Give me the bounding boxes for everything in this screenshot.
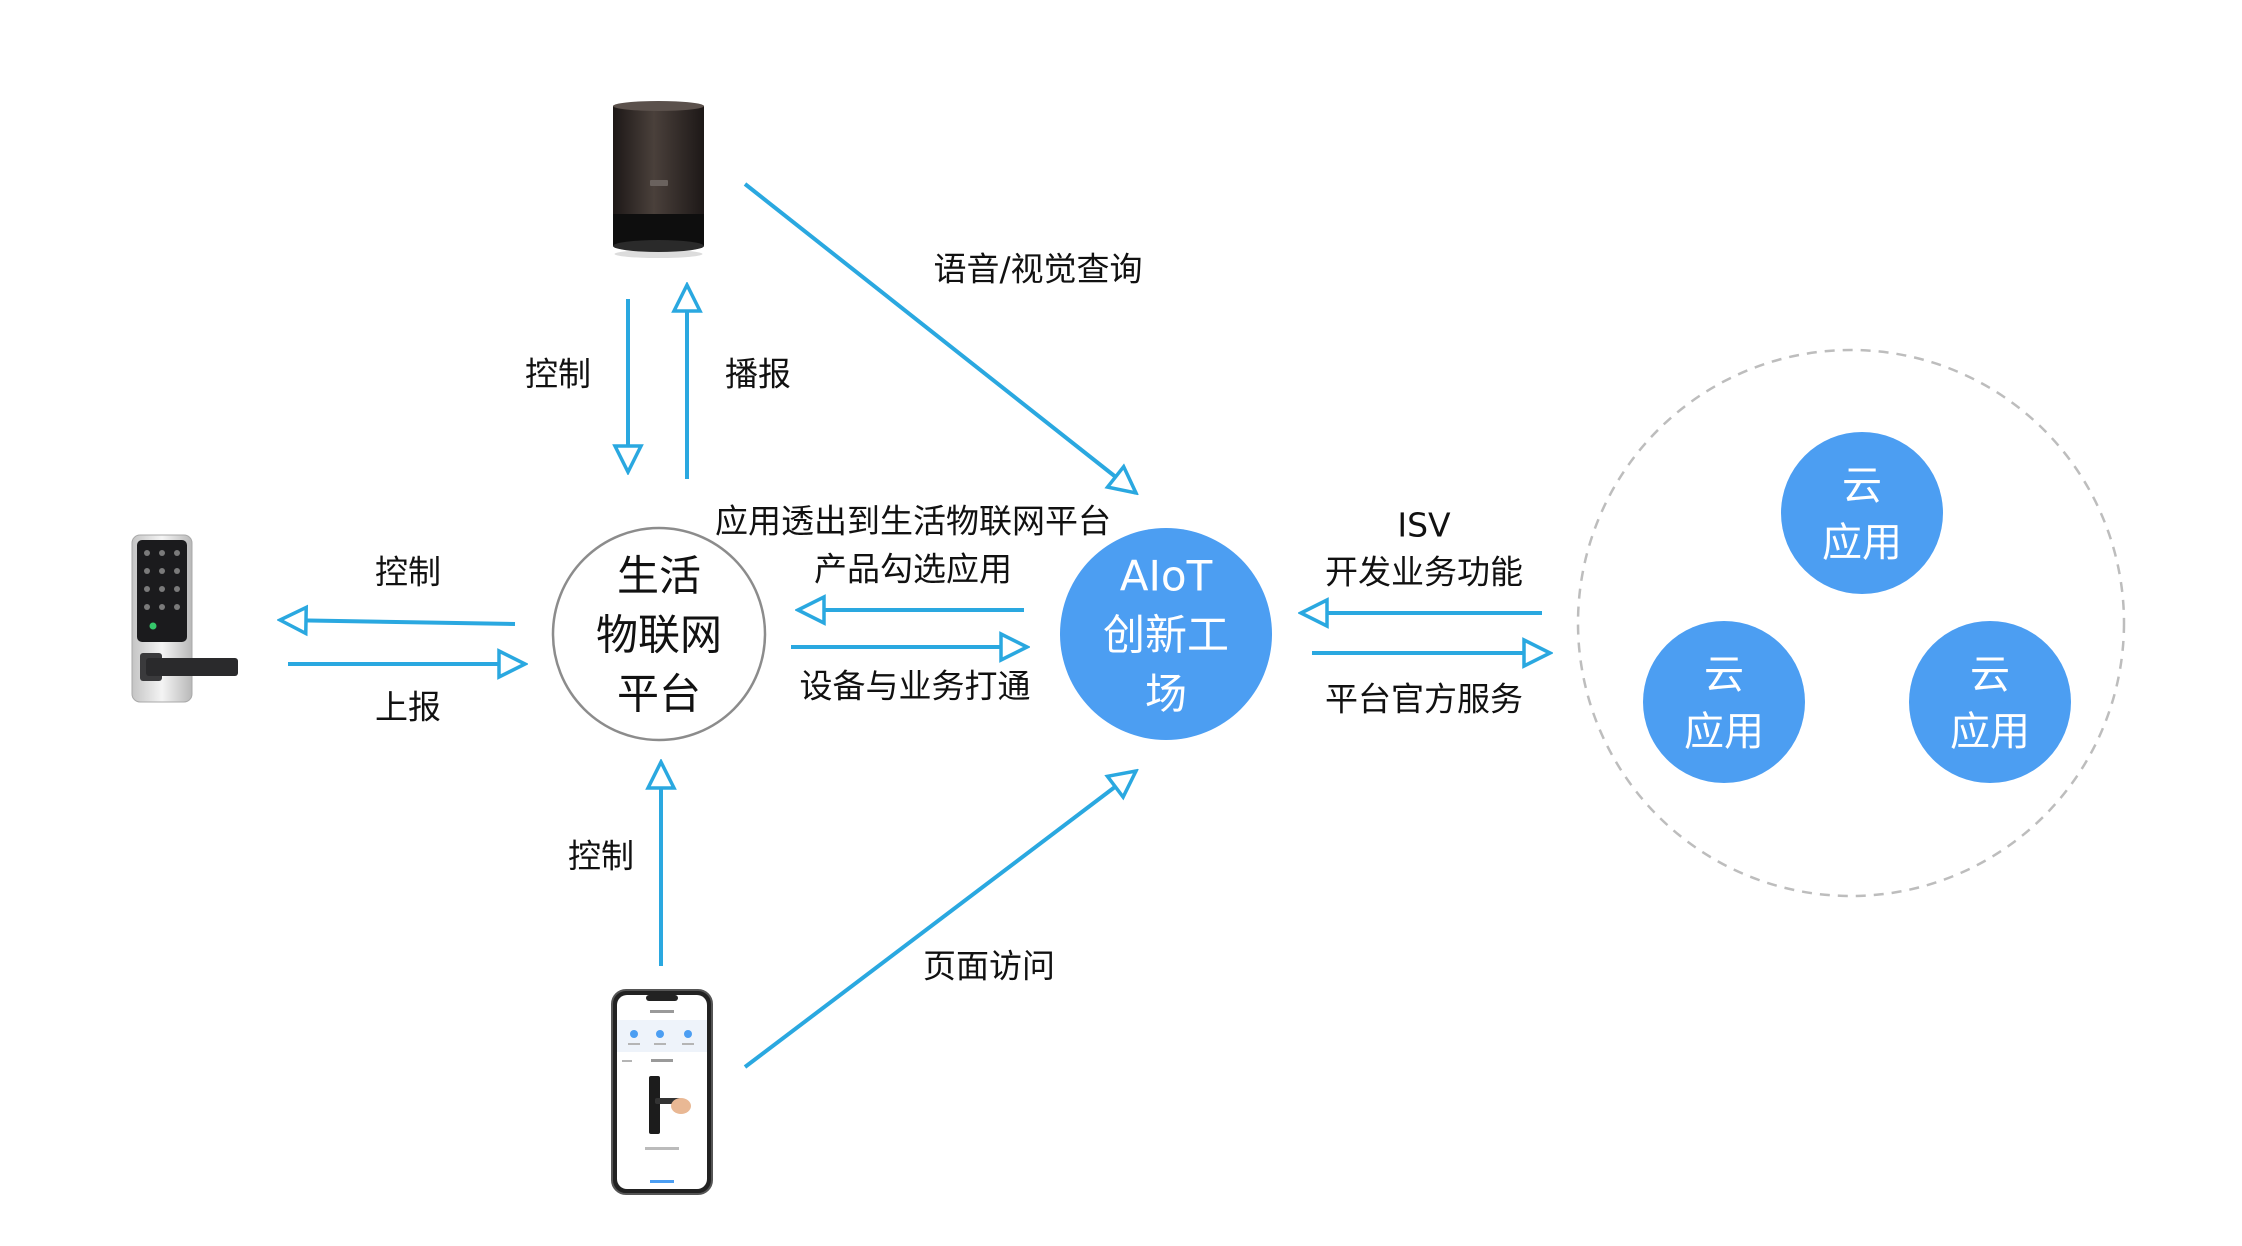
label-platform-to-aiot: 设备与业务打通 bbox=[800, 667, 1031, 706]
cloud-app-1: 云 应用 bbox=[1781, 432, 1943, 594]
platform-text-line1: 生活 bbox=[617, 552, 701, 601]
label-platform-to-speaker: 播报 bbox=[725, 355, 791, 394]
cloud-app-2-line2: 应用 bbox=[1684, 709, 1764, 755]
speaker-top-rim bbox=[613, 101, 704, 111]
label-phone-to-aiot: 页面访问 bbox=[923, 947, 1055, 986]
cloud-app-1-line1: 云 bbox=[1842, 463, 1882, 509]
speaker-base-rim bbox=[613, 240, 704, 252]
cloud-app-3-line2: 应用 bbox=[1950, 709, 2030, 755]
label-aiot-to-platform-line2: 产品勾选应用 bbox=[814, 550, 1012, 589]
label-cloud-to-aiot-line1: ISV bbox=[1397, 506, 1451, 545]
label-cloud-to-aiot-line2: 开发业务功能 bbox=[1325, 553, 1523, 592]
smartphone-icon bbox=[611, 989, 713, 1195]
lock-keypad-dots bbox=[144, 550, 180, 610]
cloud-app-3-line1: 云 bbox=[1970, 652, 2010, 698]
platform-text-line3: 平台 bbox=[617, 670, 701, 719]
cloud-app-2: 云 应用 bbox=[1643, 621, 1805, 783]
phone-row-caption bbox=[622, 1060, 632, 1062]
cloud-app-group-ring bbox=[1576, 348, 2126, 898]
cloud-app-2-line1: 云 bbox=[1704, 652, 1744, 698]
lock-handle bbox=[146, 658, 238, 676]
arrow-speaker-to-aiot bbox=[743, 182, 1136, 493]
cloud-app-1-circle bbox=[1781, 432, 1943, 594]
cloud-app-2-circle bbox=[1643, 621, 1805, 783]
label-platform-to-lock: 控制 bbox=[375, 553, 441, 592]
platform-text-line2: 物联网 bbox=[596, 611, 722, 660]
label-phone-to-platform: 控制 bbox=[568, 837, 634, 876]
label-aiot-to-cloud: 平台官方服务 bbox=[1325, 680, 1523, 719]
speaker-logo bbox=[650, 180, 668, 186]
phone-row-title bbox=[651, 1059, 673, 1062]
phone-notch bbox=[646, 995, 678, 1001]
phone-hint-text bbox=[645, 1147, 679, 1150]
smart-door-lock-icon bbox=[131, 534, 238, 703]
phone-header-title bbox=[650, 1010, 674, 1013]
phone-feature-icons bbox=[628, 1030, 694, 1045]
aiot-text-line2: 创新工 bbox=[1103, 611, 1229, 660]
cloud-app-1-line2: 应用 bbox=[1822, 520, 1902, 566]
arrow-platform-to-lock bbox=[280, 620, 516, 624]
node-life-iot-platform: 生活 物联网 平台 bbox=[551, 526, 767, 742]
cloud-app-group: 云 应用 云 应用 云 应用 bbox=[1576, 348, 2126, 898]
speaker-shadow bbox=[614, 250, 703, 258]
speaker-body bbox=[613, 106, 704, 234]
phone-bottom-link bbox=[650, 1180, 674, 1183]
aiot-text-line3: 场 bbox=[1145, 670, 1187, 719]
smart-speaker-icon bbox=[613, 101, 704, 258]
aiot-circle bbox=[1060, 528, 1272, 740]
cloud-app-3: 云 应用 bbox=[1909, 621, 2071, 783]
phone-product-image bbox=[649, 1076, 691, 1134]
lock-fingerprint-led bbox=[149, 622, 157, 630]
label-lock-to-platform: 上报 bbox=[375, 688, 441, 727]
label-aiot-to-platform-line1: 应用透出到生活物联网平台 bbox=[715, 502, 1111, 541]
label-speaker-to-platform: 控制 bbox=[525, 355, 591, 394]
node-aiot-workshop: AIoT 创新工 场 bbox=[1060, 528, 1272, 740]
aiot-text-line1: AIoT bbox=[1120, 552, 1213, 601]
arrow-phone-to-aiot bbox=[743, 771, 1136, 1069]
cloud-app-3-circle bbox=[1909, 621, 2071, 783]
label-speaker-to-aiot: 语音/视觉查询 bbox=[933, 250, 1142, 289]
platform-circle bbox=[551, 526, 767, 742]
